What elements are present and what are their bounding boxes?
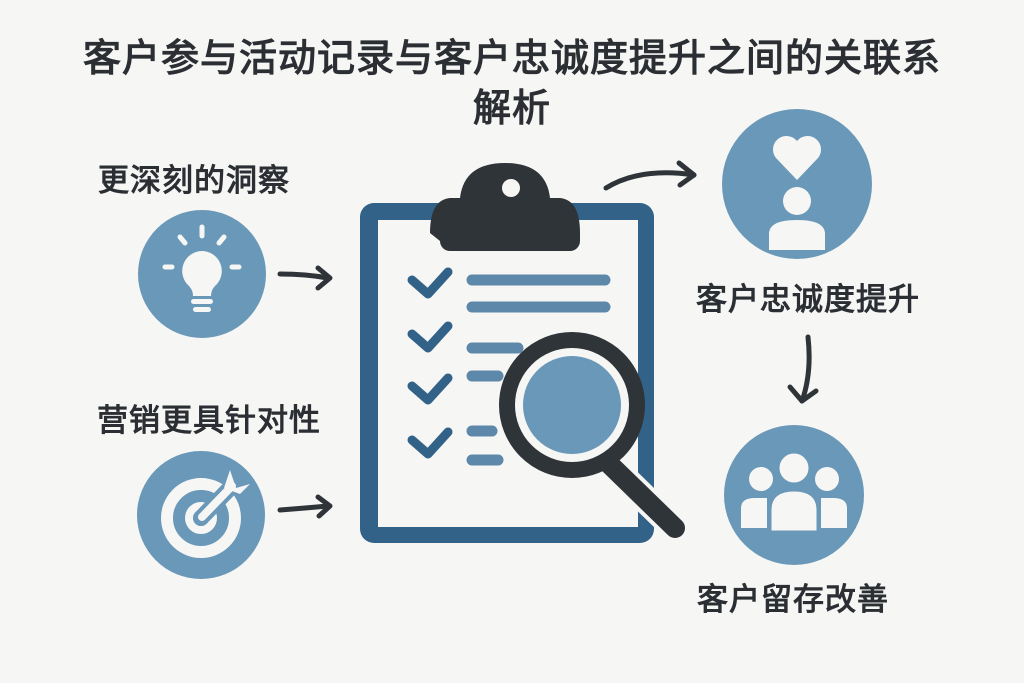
label-targeted-marketing: 营销更具针对性	[97, 403, 321, 439]
lightbulb-icon	[138, 210, 266, 338]
arrow-down-icon	[787, 334, 819, 404]
arrow-right-icon	[277, 265, 333, 291]
arrow-right-icon	[277, 494, 333, 519]
curved-arrow-right-icon	[603, 160, 697, 191]
heart-person-icon	[722, 109, 872, 259]
page-title: 客户参与活动记录与客户忠诚度提升之间的关联系	[82, 36, 941, 80]
label-deeper-insight: 更深刻的洞察	[98, 163, 290, 199]
label-loyalty-increase: 客户忠诚度提升	[696, 282, 920, 318]
group-people-icon	[724, 425, 864, 565]
target-icon	[137, 451, 265, 579]
label-retention-improvement: 客户留存改善	[697, 582, 889, 618]
clipboard-checklist-with-magnifier-icon	[360, 163, 689, 543]
page-title-line2: 解析	[472, 86, 551, 130]
